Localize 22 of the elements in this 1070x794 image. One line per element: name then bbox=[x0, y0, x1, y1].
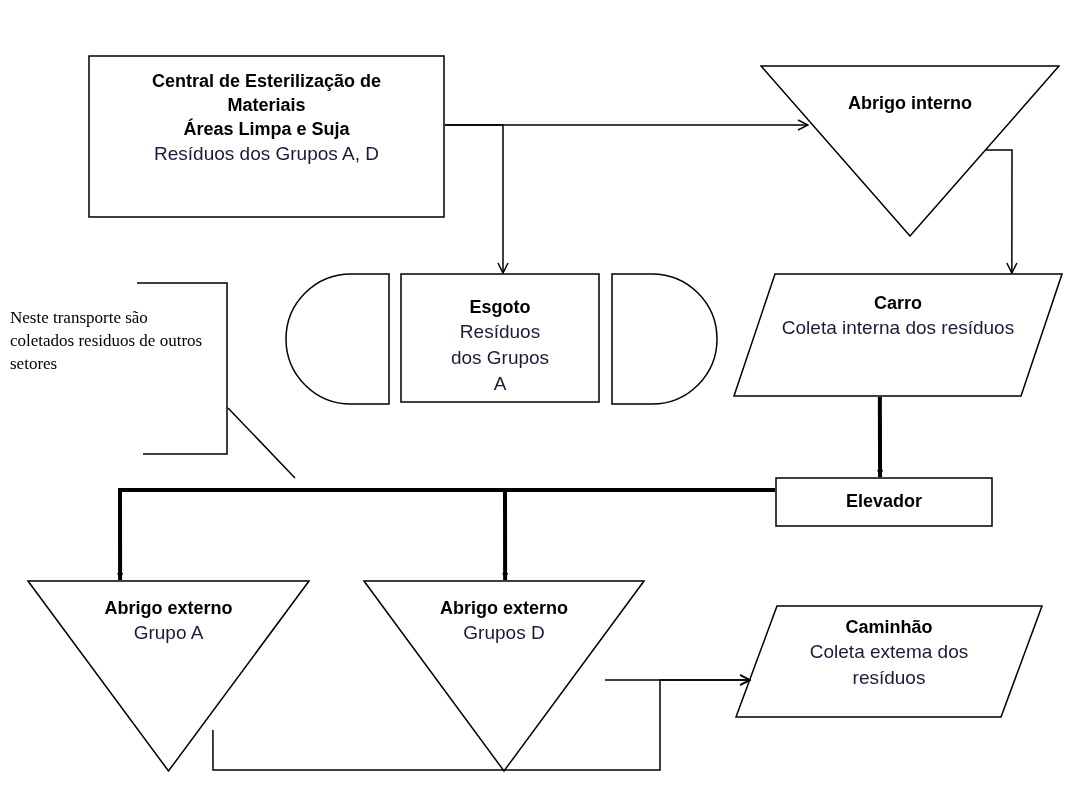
node-text: Resíduos dos Grupos A, D bbox=[154, 142, 379, 166]
node-title: Abrigo externo bbox=[440, 597, 568, 620]
node-title: Carro bbox=[874, 292, 922, 315]
node-title: Central de Esterilização de Materiais bbox=[150, 70, 383, 117]
node-title: Abrigo interno bbox=[848, 92, 972, 115]
arrow bbox=[985, 149, 1018, 274]
node-text: Coleta extema dos resíduos bbox=[808, 640, 970, 690]
arrow bbox=[877, 397, 884, 477]
node-title: Caminhão bbox=[845, 616, 933, 639]
annotation-text: Neste transporte são coletados residuos de outros setores bbox=[10, 307, 204, 375]
arrow bbox=[444, 124, 509, 274]
node-title: Elevador bbox=[845, 490, 922, 513]
node-title: Esgoto bbox=[469, 296, 531, 319]
node-text: Coleta interna dos resíduos bbox=[781, 316, 1015, 340]
node-title: Abrigo externo bbox=[104, 597, 233, 620]
node-title: Áreas Limpa e Suja bbox=[183, 117, 350, 141]
arrow bbox=[604, 674, 751, 686]
leader-line bbox=[227, 407, 296, 479]
node-text: Grupo A bbox=[133, 621, 204, 645]
arrow bbox=[502, 488, 775, 580]
node-text: Resíduos dos Grupos A bbox=[449, 320, 551, 396]
node-text: Grupos D bbox=[463, 621, 545, 645]
